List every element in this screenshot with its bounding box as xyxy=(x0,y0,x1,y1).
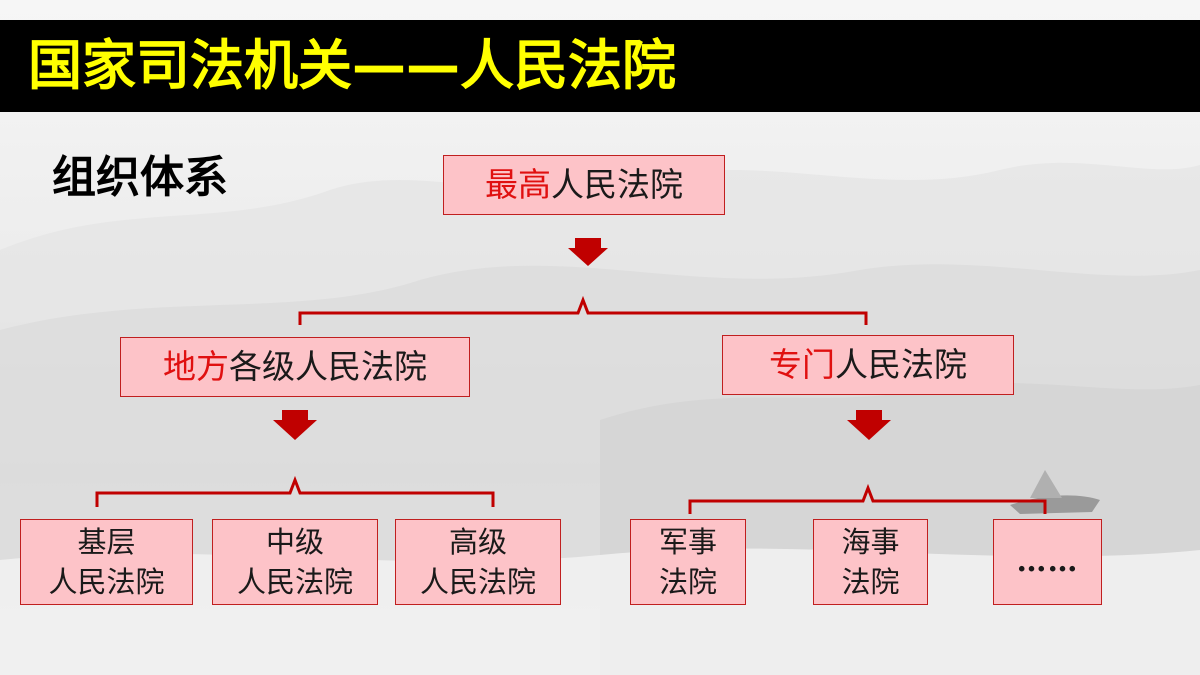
node-maritime-court: 海事 法院 xyxy=(813,519,928,605)
arrow-local-down xyxy=(273,410,317,440)
node-local-courts-highlight: 地方 xyxy=(163,347,229,386)
node-local-courts: 地方各级人民法院 xyxy=(120,337,470,397)
arrow-root-down xyxy=(568,238,608,266)
node-supreme-court-label: 人民法院 xyxy=(551,165,683,204)
node-high-court: 高级 人民法院 xyxy=(395,519,561,605)
node-supreme-court: 最高人民法院 xyxy=(443,155,725,215)
node-intermediate-court: 中级 人民法院 xyxy=(212,519,378,605)
node-basic-court-line-2: 人民法院 xyxy=(48,565,165,599)
node-more-courts-ellipsis: …… xyxy=(1016,544,1079,579)
node-high-court-line-1: 高级 xyxy=(448,525,507,559)
node-high-court-line-2: 人民法院 xyxy=(419,565,536,599)
page-title: 国家司法机关——人民法院 xyxy=(28,34,676,97)
node-maritime-court-line-1: 海事 xyxy=(841,525,900,559)
node-intermediate-court-line-1: 中级 xyxy=(265,525,324,559)
arrow-special-down xyxy=(847,410,891,440)
brace-special xyxy=(688,483,1047,514)
brace-local xyxy=(95,475,495,507)
node-special-courts-highlight: 专门 xyxy=(769,345,835,384)
node-military-court-line-1: 军事 xyxy=(658,525,717,559)
node-supreme-court-highlight: 最高 xyxy=(485,165,551,204)
node-military-court: 军事 法院 xyxy=(630,519,746,605)
node-special-courts: 专门人民法院 xyxy=(722,335,1014,395)
node-intermediate-court-line-2: 人民法院 xyxy=(236,565,353,599)
node-military-court-line-2: 法院 xyxy=(658,565,717,599)
node-basic-court-line-1: 基层 xyxy=(77,525,136,559)
node-maritime-court-line-2: 法院 xyxy=(841,565,900,599)
title-bar: 国家司法机关——人民法院 xyxy=(0,20,1200,112)
section-subtitle: 组织体系 xyxy=(52,152,228,203)
node-local-courts-label: 各级人民法院 xyxy=(229,347,427,386)
brace-level-1 xyxy=(298,295,868,325)
node-more-courts: …… xyxy=(993,519,1102,605)
node-basic-court: 基层 人民法院 xyxy=(20,519,193,605)
node-special-courts-label: 人民法院 xyxy=(835,345,967,384)
